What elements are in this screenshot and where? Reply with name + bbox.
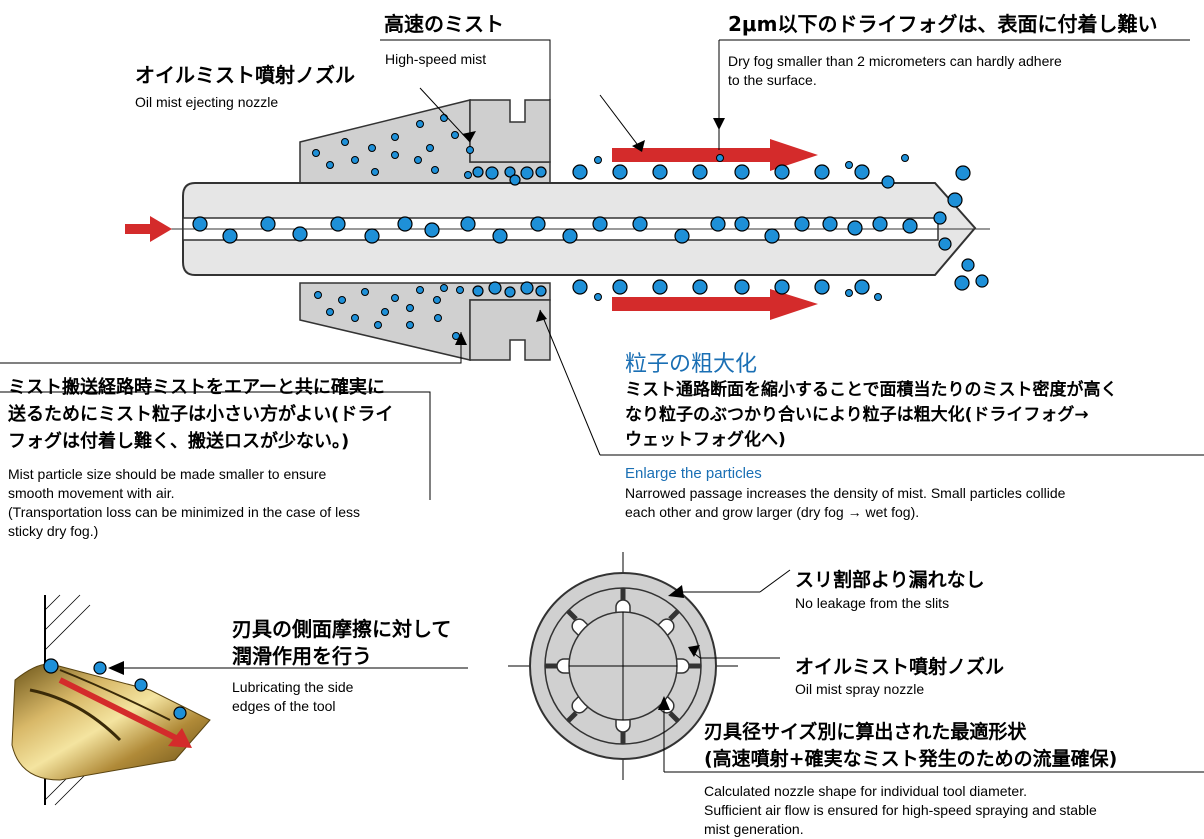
lubricate-en-2: edges of the tool: [232, 698, 336, 714]
nozzle-en: Oil mist ejecting nozzle: [135, 94, 279, 110]
transport-en-1: Mist particle size should be made smalle…: [8, 466, 327, 482]
spray-nozzle-en: Oil mist spray nozzle: [795, 681, 925, 697]
enlarge-desc-en-2: each other and grow larger (dry fog → we…: [625, 504, 920, 520]
transport-jp-2: 送るためにミスト粒子は小さい方がよい(ドライ: [8, 404, 394, 425]
high-speed-mist-jp: 高速のミスト: [384, 12, 504, 36]
optimal-en-2: Sufficient air flow is ensured for high-…: [704, 802, 1097, 818]
spray-nozzle-jp: オイルミスト噴射ノズル: [795, 656, 1005, 678]
drill-illustration: [11, 594, 468, 806]
flow-arrows: [125, 139, 818, 320]
no-leak-en: No leakage from the slits: [795, 595, 950, 611]
no-leak-jp: スリ割部より漏れなし: [795, 569, 985, 591]
high-speed-mist-en: High-speed mist: [385, 51, 487, 67]
dry-fog-jp: 2μm以下のドライフォグは、表面に付着し難い: [728, 12, 1158, 36]
transport-en-2: smooth movement with air.: [8, 485, 175, 501]
optimal-jp-2: (高速噴射+確実なミスト発生のための流量確保): [704, 748, 1118, 770]
dry-fog-en-2: to the surface.: [728, 72, 817, 88]
enlarge-en: Enlarge the particles: [625, 465, 762, 482]
nozzle-jp: オイルミスト噴射ノズル: [135, 63, 355, 87]
leader-lines: [0, 39, 1204, 500]
enlarge-desc-jp-2: なり粒子のぶつかり合いにより粒子は粗大化(ドライフォグ→: [625, 405, 1089, 425]
large-mist-particles: [192, 164, 989, 298]
small-mist-particles: [312, 114, 909, 340]
nozzle-holder: [299, 99, 551, 361]
enlarge-desc-jp-1: ミスト通路断面を縮小することで面積当たりのミスト密度が高く: [625, 380, 1118, 400]
optimal-en-1: Calculated nozzle shape for individual t…: [704, 783, 1027, 799]
transport-en-4: sticky dry fog.): [8, 523, 99, 539]
lubricate-jp-1: 刃具の側面摩擦に対して: [232, 617, 452, 641]
lubricate-jp-2: 潤滑作用を行う: [232, 644, 372, 668]
optimal-jp-1: 刃具径サイズ別に算出された最適形状: [704, 721, 1027, 743]
enlarge-jp: 粒子の粗大化: [625, 352, 758, 377]
enlarge-desc-jp-3: ウェットフォグ化へ): [625, 430, 786, 450]
transport-jp-3: フォグは付着し難く、搬送ロスが少ない。): [8, 431, 350, 452]
optimal-en-3: mist generation.: [704, 821, 804, 837]
transport-en-3: (Transportation loss can be minimized in…: [8, 504, 360, 520]
nozzle-cross-section: [508, 552, 1204, 780]
transport-jp-1: ミスト搬送経路時ミストをエアーと共に確実に: [8, 377, 385, 398]
dry-fog-en-1: Dry fog smaller than 2 micrometers can h…: [728, 53, 1062, 69]
enlarge-desc-en-1: Narrowed passage increases the density o…: [625, 485, 1066, 501]
lubricate-en-1: Lubricating the side: [232, 679, 354, 695]
